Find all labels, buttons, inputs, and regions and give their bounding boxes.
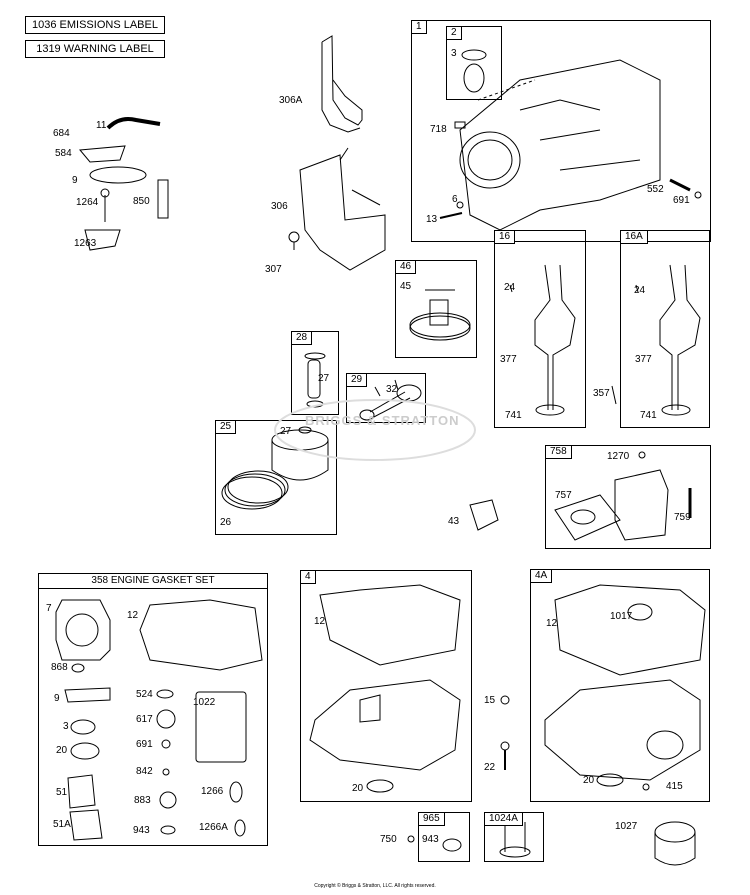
gasket-set-box: 358 ENGINE GASKET SET [38, 573, 268, 846]
callout-617: 617 [136, 714, 153, 725]
callout-20-sump4: 20 [352, 783, 364, 794]
callout-9-top: 9 [72, 175, 78, 186]
emissions-label-header: 1036 EMISSIONS LABEL [25, 16, 165, 34]
callout-757: 757 [555, 490, 572, 501]
group-tag: 28 [291, 331, 313, 345]
callout-741-crank16: 741 [505, 410, 522, 421]
sleeve-kit-box: 2 [446, 26, 502, 100]
callout-524: 524 [136, 689, 153, 700]
callout-1263: 1263 [74, 238, 97, 249]
callout-20-gasket: 20 [56, 745, 68, 756]
callout-684: 684 [53, 128, 70, 139]
callout-1270: 1270 [607, 451, 630, 462]
callout-552: 552 [647, 184, 664, 195]
callout-691-cylinder: 691 [673, 195, 690, 206]
group-tag: 29 [346, 373, 368, 387]
group-tag: 16 [494, 230, 516, 244]
group-tag: 758 [545, 445, 572, 459]
kit-965-box: 965 [418, 812, 470, 862]
group-tag: 16A [620, 230, 648, 244]
callout-850: 850 [133, 196, 150, 207]
callout-43: 43 [448, 516, 460, 527]
callout-27-pin: 27 [318, 373, 330, 384]
callout-3-sleeve: 3 [451, 48, 457, 59]
callout-1022: 1022 [193, 697, 216, 708]
breather-box: 758 [545, 445, 711, 549]
sump-4a-box: 4A [530, 569, 710, 802]
group-tag: 1024A [484, 812, 523, 826]
callout-45: 45 [400, 281, 412, 292]
callout-15: 15 [484, 695, 496, 706]
callout-27-piston: 27 [280, 426, 292, 437]
callout-415: 415 [666, 781, 683, 792]
callout-51: 51 [56, 787, 68, 798]
cam-gear-box: 46 [395, 260, 477, 358]
group-tag: 1 [411, 20, 427, 34]
callout-11: 11 [96, 120, 107, 131]
callout-741-crank16a: 741 [640, 410, 657, 421]
group-tag: 4 [300, 570, 316, 584]
callout-357: 357 [593, 388, 610, 399]
callout-1017: 1017 [610, 611, 633, 622]
callout-377-crank16: 377 [500, 354, 517, 365]
warning-label-header: 1319 WARNING LABEL [25, 40, 165, 58]
callout-24-crank16a: 24 [634, 285, 646, 296]
group-tag: 2 [446, 26, 462, 40]
callout-12-sump4a: 12 [546, 618, 558, 629]
callout-26: 26 [220, 517, 232, 528]
callout-7: 7 [46, 603, 52, 614]
connecting-rod-box: 29 [346, 373, 426, 423]
callout-306: 306 [271, 201, 288, 212]
callout-24-crank16: 24 [504, 282, 516, 293]
callout-1266a: 1266A [199, 822, 228, 833]
callout-6: 6 [452, 194, 458, 205]
piston-box: 25 [215, 420, 337, 535]
callout-943-kit: 943 [422, 834, 439, 845]
crankshaft-16a-box: 16A [620, 230, 710, 428]
callout-20-sump4a: 20 [583, 775, 595, 786]
brand-watermark: BRIGGS & STRATTON [305, 413, 460, 428]
callout-1027: 1027 [615, 821, 638, 832]
crankshaft-16-box: 16 [494, 230, 586, 428]
gasket-set-title: 358 ENGINE GASKET SET [39, 574, 267, 589]
callout-691-gasket: 691 [136, 739, 153, 750]
group-tag: 46 [395, 260, 417, 274]
callout-1266: 1266 [201, 786, 224, 797]
callout-306a: 306A [279, 95, 303, 106]
callout-32: 32 [386, 384, 398, 395]
callout-12-sump4: 12 [314, 616, 326, 627]
callout-51a: 51A [53, 819, 71, 830]
piston-pin-box: 28 [291, 331, 339, 415]
callout-868: 868 [51, 662, 68, 673]
callout-377-crank16a: 377 [635, 354, 652, 365]
callout-3-gasket: 3 [63, 721, 69, 732]
group-tag: 4A [530, 569, 553, 583]
callout-9-gasket: 9 [54, 693, 60, 704]
callout-22: 22 [484, 762, 496, 773]
group-tag: 965 [418, 812, 445, 826]
callout-750: 750 [380, 834, 397, 845]
callout-842: 842 [136, 766, 153, 777]
callout-1264: 1264 [76, 197, 99, 208]
cylinder-group-box: 1 [411, 20, 711, 242]
callout-943-gasket: 943 [133, 825, 150, 836]
kit-1024a-box: 1024A [484, 812, 544, 862]
copyright-notice: Copyright © Briggs & Stratton, LLC. All … [314, 883, 436, 889]
callout-584: 584 [55, 148, 72, 159]
callout-12-gasket: 12 [127, 610, 139, 621]
group-tag: 25 [215, 420, 237, 434]
sump-4-box: 4 [300, 570, 472, 802]
callout-13: 13 [426, 214, 438, 225]
callout-718: 718 [430, 124, 447, 135]
callout-759: 759 [674, 512, 691, 523]
callout-307: 307 [265, 264, 282, 275]
callout-883: 883 [134, 795, 151, 806]
